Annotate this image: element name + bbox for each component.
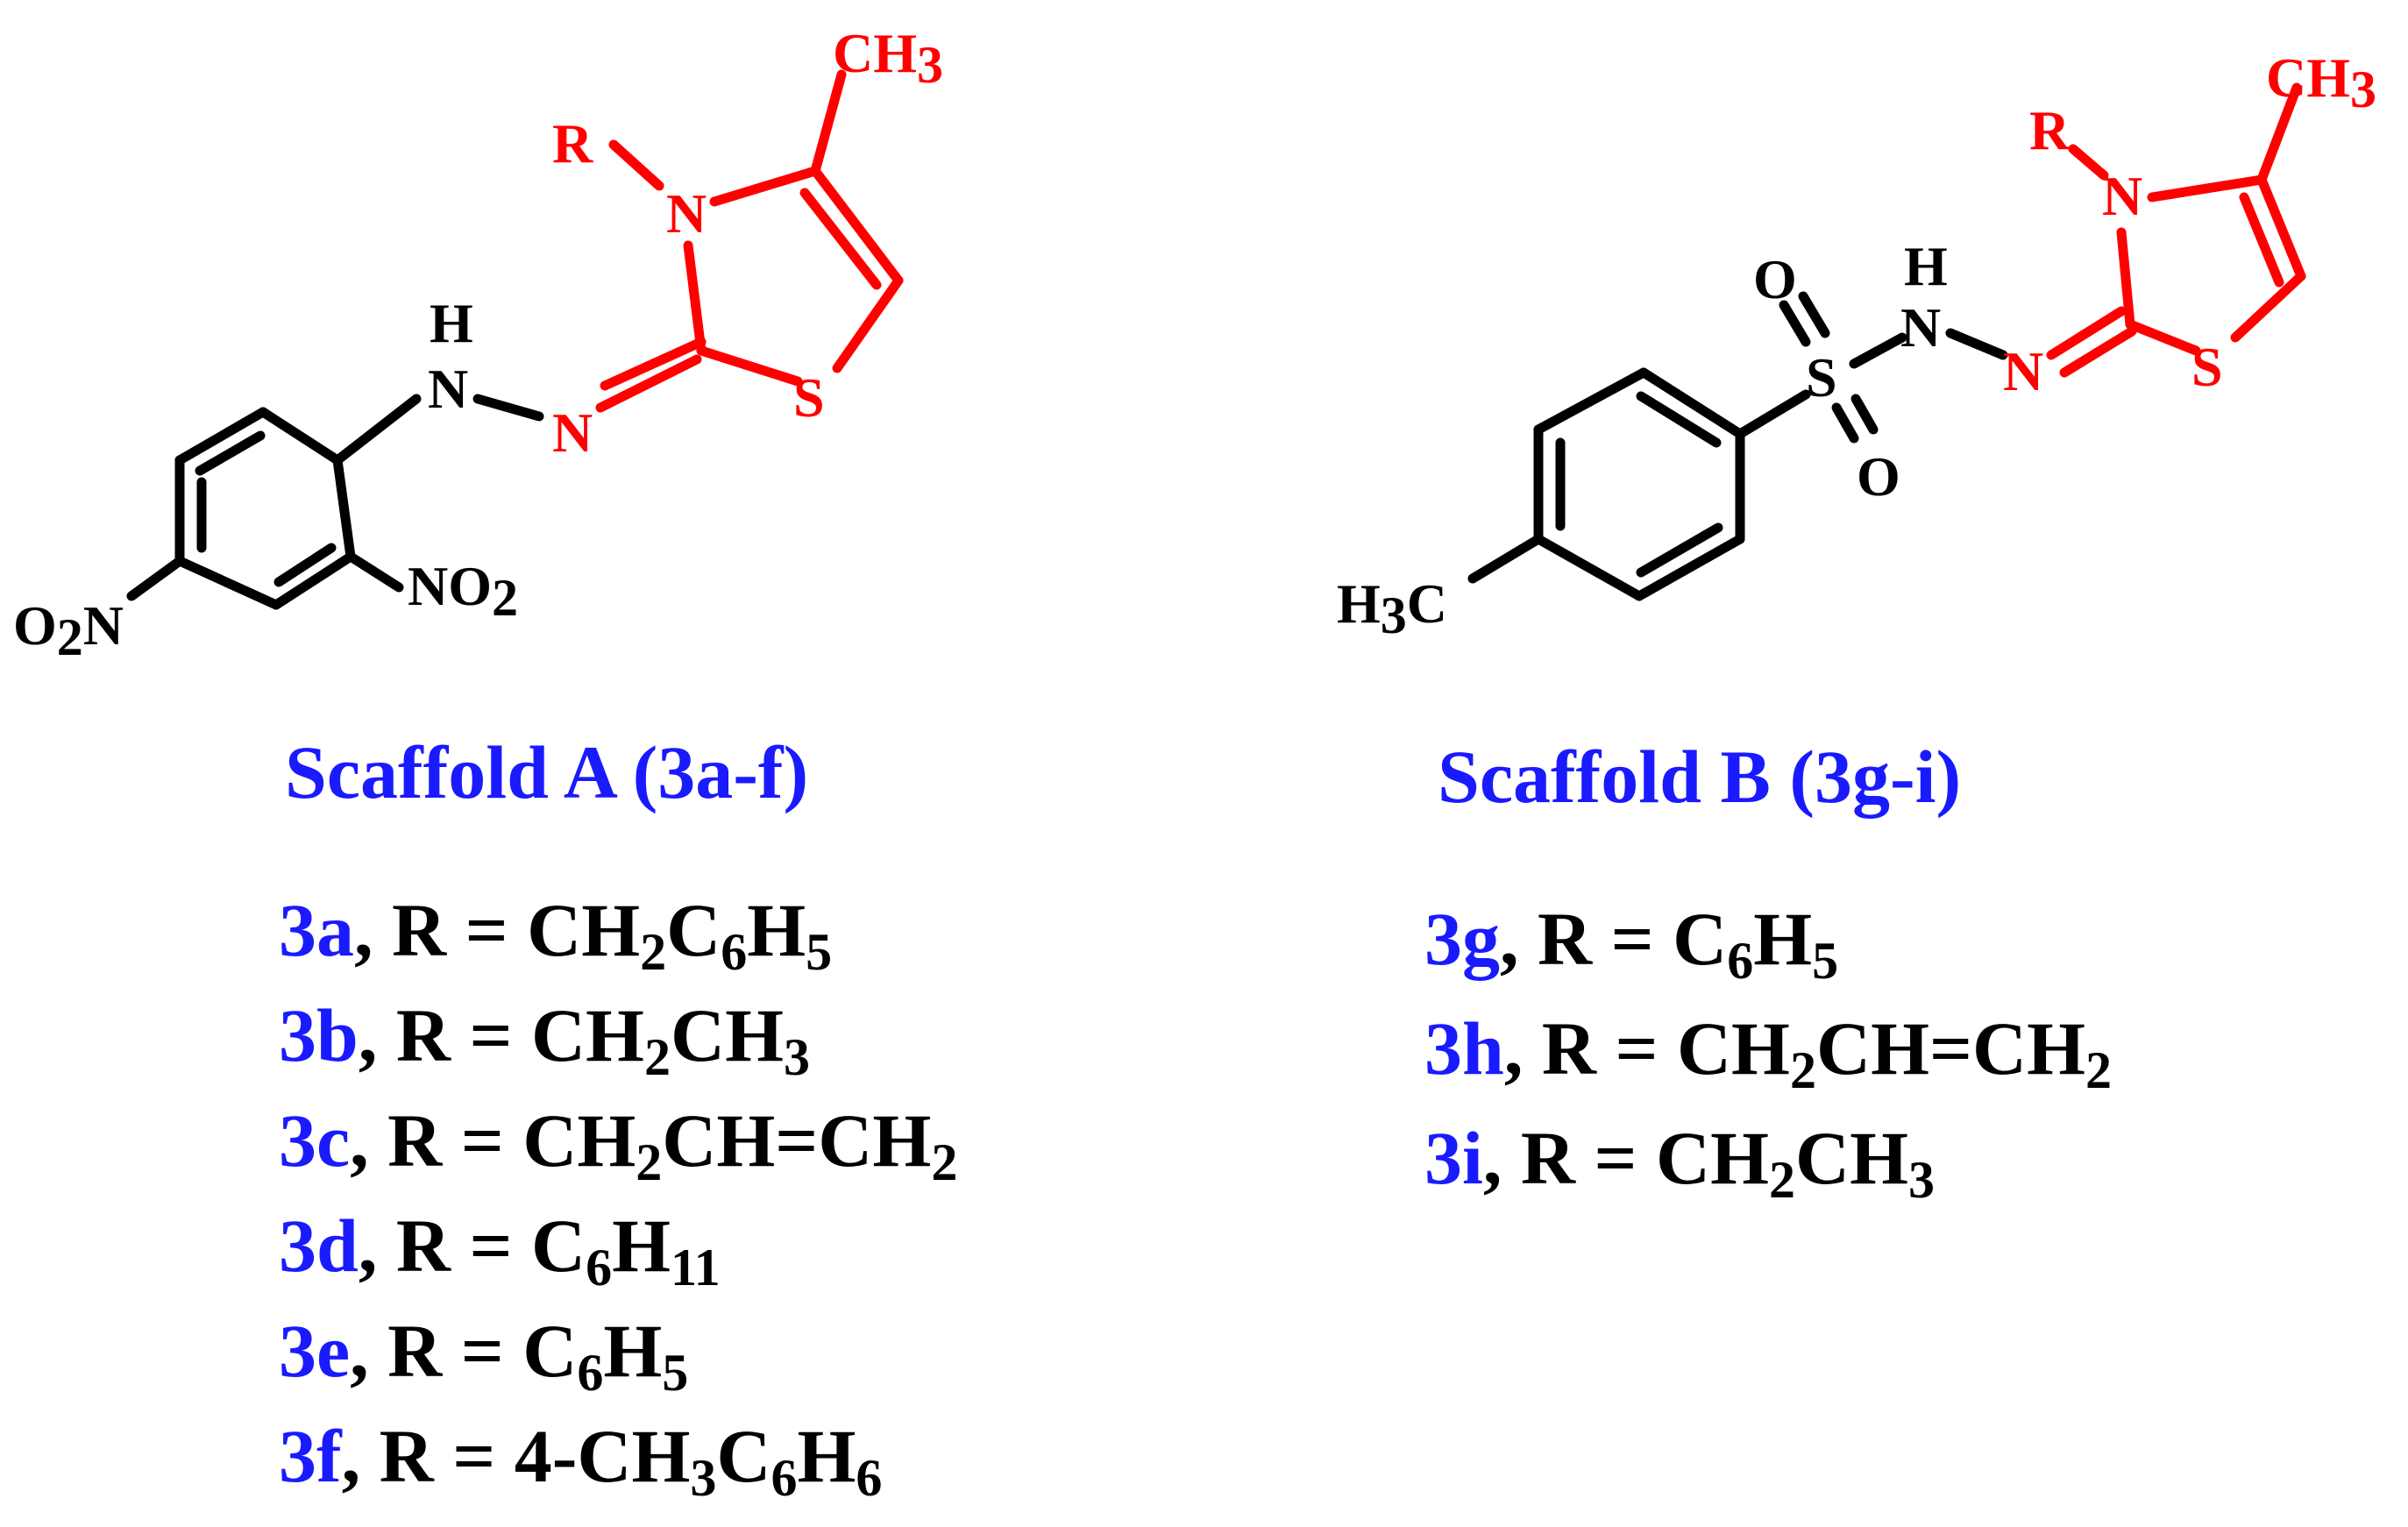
scaffold-b-atoms: CH3 R N S N H N S O O H3C <box>1337 46 2376 644</box>
bond <box>832 275 904 373</box>
bond <box>174 556 281 610</box>
sulfonyl-oxygen-top-label: O <box>1753 248 1797 310</box>
bond <box>1735 389 1811 439</box>
bond <box>608 139 664 191</box>
bond <box>1831 402 1859 444</box>
amine-nitrogen-label: N <box>1900 296 1941 359</box>
compound-id: 3e <box>279 1309 350 1393</box>
scaffold-a-structure: CH3 R N S N H N NO2 O2N <box>13 22 943 666</box>
bond <box>2059 326 2137 378</box>
bond <box>472 394 544 422</box>
compound-id: 3g <box>1424 897 1500 981</box>
bond <box>595 354 702 413</box>
sulfonyl-oxygen-bottom-label: O <box>1857 445 1900 508</box>
bond <box>2230 271 2306 343</box>
bond <box>332 455 356 562</box>
scaffold-a-atoms: CH3 R N S N H N NO2 O2N <box>13 22 943 666</box>
bond <box>2147 174 2267 202</box>
compound-entry: 3f, R = 4-CH3C6H6 <box>279 1414 882 1507</box>
bond <box>345 551 404 593</box>
compound-id: 3a <box>279 888 354 972</box>
compound-id: 3h <box>1424 1006 1504 1090</box>
bond <box>126 556 185 601</box>
scaffold-b-black-bonds <box>1467 291 2008 601</box>
bond <box>332 394 422 465</box>
bond <box>810 69 847 176</box>
bond <box>258 407 343 465</box>
bond <box>1533 534 1644 601</box>
scaffold-b-heading: Scaffold B (3g-i) <box>1438 735 1961 819</box>
compound-entry: 3d, R = C6H11 <box>279 1204 721 1296</box>
sulfur-label: S <box>2191 336 2223 398</box>
ring-nitrogen-label: N <box>666 182 707 245</box>
hydrogen-label: H <box>1904 235 1948 297</box>
bond <box>2239 192 2284 288</box>
scaffold-b-red-bonds <box>2046 82 2306 378</box>
scaffold-b-compound-list: 3g, R = C6H5 3h, R = CH2CH=CH2 3i, R = CH2… <box>1424 897 2112 1209</box>
compound-entry: 3i, R = CH2CH3 <box>1424 1116 1935 1209</box>
compound-id: 3d <box>279 1204 359 1288</box>
bond <box>174 407 268 465</box>
imine-nitrogen-label: N <box>552 401 593 464</box>
bond <box>273 543 337 587</box>
sulfur-label: S <box>793 366 825 429</box>
scaffold-a-black-bonds <box>126 394 544 610</box>
hydrogen-label: H <box>430 292 473 354</box>
para-nitro-label: O2N <box>13 594 124 666</box>
ring-nitrogen-label: N <box>2102 165 2142 227</box>
compound-id: 3c <box>279 1098 350 1183</box>
para-methyl-label: H3C <box>1337 572 1447 644</box>
ortho-nitro-label: NO2 <box>408 555 518 627</box>
bond <box>1533 367 1649 435</box>
amine-nitrogen-label: N <box>428 358 468 420</box>
bond <box>1638 367 1745 439</box>
r-group-label: R <box>552 112 593 174</box>
bond <box>1634 534 1745 601</box>
r-group-label: R <box>2029 99 2071 161</box>
bond <box>810 166 904 286</box>
compound-entry: 3e, R = C6H5 <box>279 1309 688 1402</box>
compound-id: 3f <box>279 1414 343 1498</box>
sulfonyl-sulfur-label: S <box>1806 346 1837 408</box>
bond <box>1850 394 1879 435</box>
methyl-label: CH3 <box>2266 46 2376 118</box>
bond <box>2256 174 2306 281</box>
bond <box>2125 319 2201 356</box>
bond <box>2068 144 2109 181</box>
compound-entry: 3c, R = CH2CH=CH2 <box>279 1098 957 1191</box>
compound-entry: 3h, R = CH2CH=CH2 <box>1424 1006 2112 1099</box>
bond <box>195 430 266 476</box>
scaffold-a-red-bonds <box>595 69 904 413</box>
bond <box>1467 534 1544 584</box>
bond <box>1798 291 1830 338</box>
methyl-label: CH3 <box>833 22 943 94</box>
scaffold-a-heading: Scaffold A (3a-f) <box>285 730 808 814</box>
bond <box>2256 82 2302 185</box>
compound-entry: 3a, R = CH2C6H5 <box>279 888 832 981</box>
bond <box>709 166 820 207</box>
bond <box>1945 328 2008 360</box>
compound-entry: 3g, R = C6H5 <box>1424 897 1838 990</box>
bond <box>2046 306 2127 360</box>
bond <box>600 337 707 391</box>
bond <box>1636 522 1723 578</box>
compound-id: 3b <box>279 993 359 1077</box>
scaffold-a-compound-list: 3a, R = CH2C6H5 3b, R = CH2CH3 3c, R = CH2… <box>279 888 957 1507</box>
scaffold-b-structure: CH3 R N S N H N S O O H3C <box>1337 46 2376 644</box>
bond <box>2116 227 2135 330</box>
compound-id: 3i <box>1424 1116 1483 1200</box>
bond <box>271 551 356 610</box>
bond <box>683 240 707 356</box>
bond <box>1779 300 1811 347</box>
bond <box>1636 391 1722 448</box>
bond <box>799 188 882 290</box>
compound-entry: 3b, R = CH2CH3 <box>279 993 810 1086</box>
bond <box>696 345 803 387</box>
imine-nitrogen-label: N <box>2003 340 2043 402</box>
bond <box>1849 332 1907 369</box>
